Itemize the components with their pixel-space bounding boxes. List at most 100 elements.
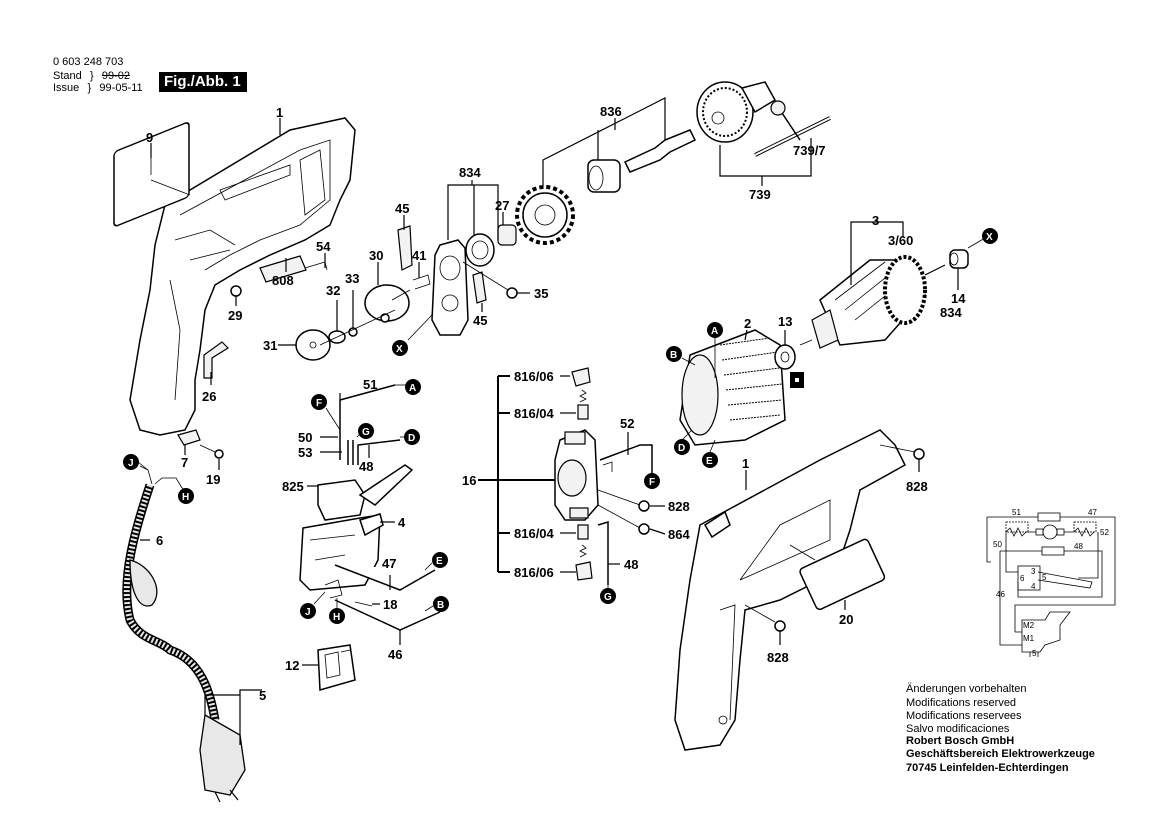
company-division: Geschäftsbereich Elektrowerkzeuge (906, 748, 1095, 761)
callout-label-a: A (409, 383, 416, 394)
assembly-axis-line (319, 309, 396, 346)
power-cord (122, 465, 246, 803)
schematic-label-4: 4 (1031, 582, 1036, 591)
schematic-label-47: 47 (1088, 508, 1097, 517)
bearing-14 (949, 249, 969, 269)
part-label-48: 48 (359, 459, 373, 474)
part-label-46: 46 (388, 647, 402, 662)
schematic-label-51: 51 (1012, 508, 1021, 517)
plate-45-left (397, 225, 413, 271)
part-label-48: 48 (624, 557, 638, 572)
bearing-ring-inner (471, 240, 489, 260)
callout-circle-g (600, 588, 616, 604)
resistor-48 (1041, 546, 1065, 556)
part-label-739-7: 739/7 (793, 143, 826, 158)
part-label-33: 33 (345, 271, 359, 286)
stand-row: Stand } 99-02 (53, 70, 130, 82)
part-label-12: 12 (285, 658, 299, 673)
plug-5 (199, 713, 246, 796)
ring-29 (230, 285, 242, 297)
part-label-5: 5 (259, 688, 266, 703)
screw-828-head (638, 500, 650, 512)
wire-52 (599, 444, 653, 480)
part-label-32: 32 (326, 283, 340, 298)
brush-clip-816-06-top (571, 367, 591, 387)
part-label-4: 4 (398, 515, 406, 530)
part-label-52: 52 (620, 416, 634, 431)
schematic-label-50: 50 (993, 540, 1002, 549)
wire-48-brush (597, 520, 609, 585)
spindle-836 (623, 129, 697, 173)
callout-circle-b (666, 346, 682, 362)
screw-18 (354, 601, 373, 607)
callout-label-x: X (396, 344, 403, 355)
figure-badge: Fig./Abb. 1 (159, 72, 247, 92)
schematic-label-52: 52 (1100, 528, 1109, 537)
callout-label-b: B (437, 600, 444, 611)
brace-icon: } (89, 70, 94, 82)
part-label-7: 7 (181, 455, 188, 470)
label-808 (259, 255, 307, 283)
part-label-45: 45 (395, 201, 409, 216)
bracket-26 (203, 341, 229, 379)
switch-825 (317, 464, 414, 521)
plate-45-right (472, 271, 487, 304)
brace-icon: } (87, 82, 92, 94)
bearing-13 (774, 344, 796, 370)
callout-circle-d (404, 429, 420, 445)
part-label-26: 26 (202, 389, 216, 404)
disc-31-hole (309, 341, 317, 349)
bearing-836 (587, 159, 621, 193)
part-label-816-04: 816/04 (514, 406, 555, 421)
part-label-31: 31 (263, 338, 277, 353)
screw-828-top-shaft (879, 444, 916, 453)
leader-lines (137, 97, 986, 745)
callout-label-d: D (408, 433, 415, 444)
callout-circle-x (982, 228, 998, 244)
clip-41 (412, 274, 431, 290)
part-label-19: 19 (206, 472, 220, 487)
callout-circle-x (392, 340, 408, 356)
drill-chuck-739 (696, 81, 777, 143)
stand-label: Stand (53, 70, 82, 82)
issue-row: Issue } 99-05-11 (53, 82, 143, 94)
part-label-816-06: 816/06 (514, 369, 554, 384)
part-label-45: 45 (473, 313, 487, 328)
part-label-54: 54 (316, 239, 331, 254)
part-label-828: 828 (668, 499, 690, 514)
part-label-825: 825 (282, 479, 304, 494)
screw-864-shaft (597, 504, 641, 529)
callout-circle-h (178, 488, 194, 504)
part-number-labels: 1 9 54 808 29 26 7 19 6 5 45 30 41 33 32… (146, 104, 966, 703)
document-number: 0 603 248 703 (53, 56, 124, 68)
field-coil-52 (1073, 521, 1097, 533)
part-label-50: 50 (298, 430, 312, 445)
part-label-9: 9 (146, 130, 153, 145)
issue-label: Issue (53, 82, 80, 94)
schematic-label-m2: M2 (1023, 621, 1035, 630)
callout-circle-f (644, 473, 660, 489)
schematic-label-5: 5 (1042, 573, 1047, 582)
company-name: Robert Bosch GmbH (906, 734, 1015, 747)
switch-housing-4 (299, 513, 384, 599)
brush-816-04-bot (577, 524, 589, 540)
callout-label-f: F (649, 477, 655, 488)
part-label-6: 6 (156, 533, 163, 548)
part-label-3: 3 (872, 213, 879, 228)
part-label-47: 47 (382, 556, 396, 571)
wire-52-end (602, 461, 613, 472)
part-label-3-60: 3/60 (888, 233, 913, 248)
part-label-816-06: 816/06 (514, 565, 554, 580)
part-label-41: 41 (412, 248, 426, 263)
needle-bearing-27 (497, 224, 517, 246)
schematic-label-5-bottom: 5 (1032, 649, 1037, 658)
bracket-16-group (478, 375, 555, 573)
schematic-label-6: 6 (1020, 574, 1025, 583)
part-label-13: 13 (778, 314, 792, 329)
screw-35-head (506, 287, 518, 299)
label-sticker-20 (799, 538, 886, 611)
brush-clip-816-06-bot (575, 561, 593, 581)
cover-12 (317, 644, 356, 691)
switch-block (1017, 565, 1041, 591)
